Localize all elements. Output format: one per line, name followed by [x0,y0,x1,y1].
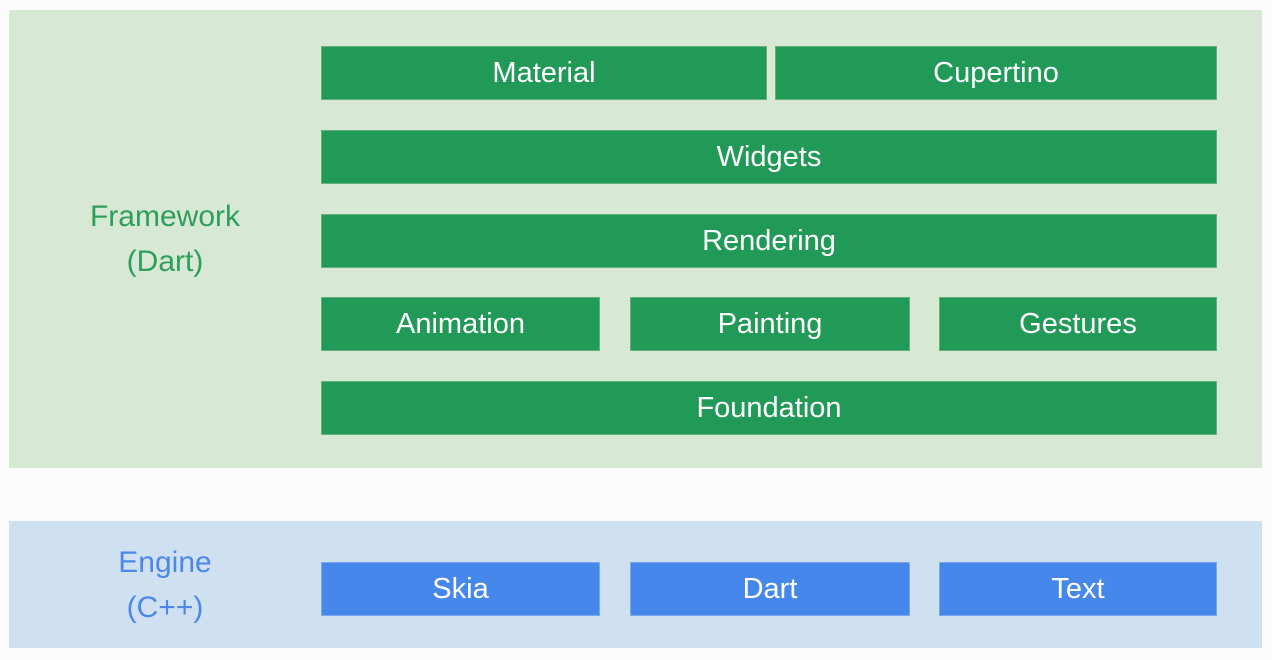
bar-cupertino-label: Cupertino [933,56,1059,89]
bar-skia-label: Skia [432,572,489,605]
bar-painting: Painting [630,297,910,351]
bar-dart: Dart [630,562,910,616]
framework-label-line1: Framework [89,200,240,233]
framework-label: Framework (Dart) [9,10,321,468]
framework-layer-panel: Framework (Dart) Material Cupertino Widg… [9,10,1262,468]
engine-label: Engine (C++) [9,521,321,648]
engine-label-line1: Engine [118,545,212,579]
bar-gestures-label: Gestures [1019,307,1137,340]
engine-layer-panel: Engine (C++) Skia Dart Text [9,521,1262,648]
bar-painting-label: Painting [717,307,823,340]
bar-cupertino: Cupertino [775,46,1217,100]
bar-foundation-label: Foundation [696,391,842,424]
bar-material: Material [321,46,767,100]
framework-label-line2: (Dart) [126,245,204,278]
bar-widgets-label: Widgets [716,140,822,173]
bar-animation-label: Animation [396,307,525,340]
bar-text-label: Text [1051,572,1105,605]
bar-dart-label: Dart [742,572,798,605]
bar-widgets: Widgets [321,130,1217,184]
bar-rendering-label: Rendering [702,224,836,257]
bar-animation: Animation [321,297,600,351]
bar-rendering: Rendering [321,214,1217,268]
bar-text: Text [939,562,1217,616]
bar-gestures: Gestures [939,297,1217,351]
bar-material-label: Material [492,56,596,89]
bar-skia: Skia [321,562,600,616]
bar-foundation: Foundation [321,381,1217,435]
engine-label-line2: (C++) [126,590,204,624]
